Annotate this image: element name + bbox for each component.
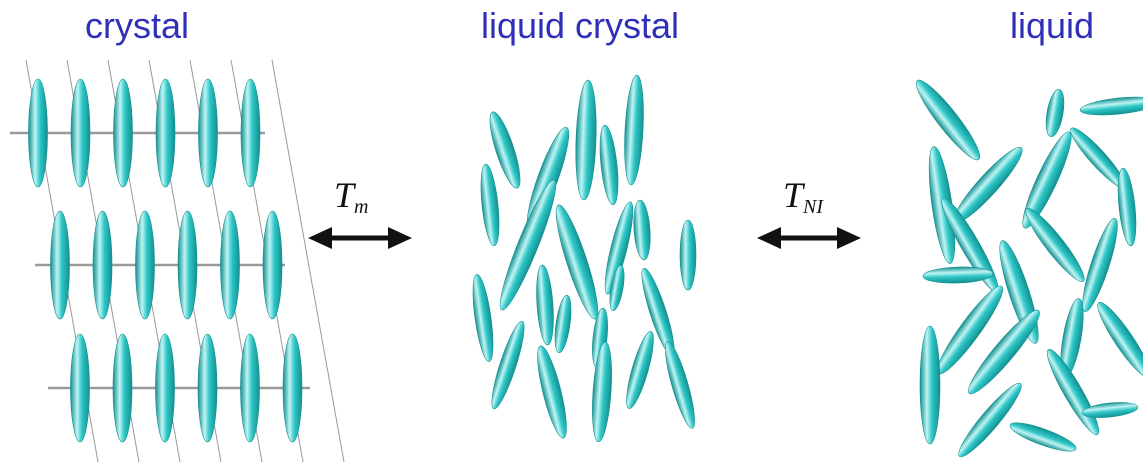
- crystal-molecule: [70, 333, 90, 443]
- double-headed-arrow-icon: [757, 227, 861, 249]
- liquid-crystal-molecule: [537, 345, 567, 439]
- crystal-molecule: [92, 210, 113, 320]
- liquid-molecule: [919, 325, 941, 445]
- crystal-molecule: [135, 210, 155, 320]
- liquid-crystal-molecule: [626, 331, 654, 409]
- crystal-molecule: [282, 333, 303, 443]
- liquid-molecule: [1079, 96, 1143, 116]
- crystal-molecules: [28, 78, 303, 443]
- clearing-symbol: T: [783, 175, 806, 215]
- crystal-molecule: [262, 210, 283, 320]
- liquid-molecule: [1081, 402, 1139, 418]
- liquid-crystal-molecule: [604, 201, 634, 295]
- clearing-temperature-label: TNI: [783, 175, 824, 218]
- liquid-molecule: [958, 382, 1022, 458]
- liquid-title: liquid: [1010, 5, 1094, 46]
- crystal-molecule: [50, 210, 70, 320]
- liquid-crystal-molecule: [575, 79, 597, 201]
- liquid-molecule: [1097, 302, 1143, 378]
- liquid-molecule: [1082, 218, 1118, 312]
- liquid-crystal-molecule: [679, 219, 697, 291]
- melting-transition: Tm: [308, 175, 412, 249]
- liquid-molecule: [1025, 208, 1085, 282]
- melting-symbol: T: [334, 175, 357, 215]
- liquid-crystal-molecule: [633, 199, 651, 261]
- liquid-crystal-molecules: [472, 74, 697, 443]
- liquid-crystal-molecule: [665, 341, 695, 429]
- crystal-molecule: [240, 333, 260, 443]
- clearing-subscript: NI: [802, 196, 824, 218]
- lattice-guide-line: [271, 59, 345, 463]
- liquid-crystal-molecule: [472, 274, 494, 362]
- liquid-crystal-molecule: [480, 163, 500, 247]
- crystal-molecule: [112, 333, 133, 443]
- liquid-crystal-molecule: [489, 111, 521, 189]
- liquid-crystal-molecule: [555, 204, 599, 320]
- crystal-molecule: [70, 78, 91, 188]
- liquid-crystal-title: liquid crystal: [481, 5, 679, 46]
- crystal-title: crystal: [85, 5, 189, 46]
- crystal-molecule: [197, 333, 218, 443]
- liquid-molecule: [1009, 422, 1077, 452]
- crystal-lattice: [10, 59, 345, 463]
- crystal-molecule: [220, 210, 240, 320]
- liquid-crystal-molecule: [609, 265, 625, 311]
- liquid-molecule: [1022, 131, 1072, 229]
- crystal-molecule: [155, 78, 176, 188]
- liquid-crystal-molecule: [499, 179, 557, 311]
- liquid-molecule: [1117, 167, 1137, 247]
- liquid-molecule: [968, 309, 1040, 395]
- melting-subscript: m: [354, 196, 368, 218]
- melting-temperature-label: Tm: [334, 175, 368, 218]
- crystal-molecule: [240, 78, 261, 188]
- liquid-molecule: [1045, 89, 1065, 137]
- liquid-crystal-molecule: [536, 264, 554, 346]
- crystal-molecule: [198, 78, 218, 188]
- liquid-crystal-molecule: [554, 294, 572, 354]
- liquid-crystal-molecule: [624, 74, 644, 186]
- crystal-molecule: [177, 210, 198, 320]
- crystal-molecule: [155, 333, 175, 443]
- liquid-crystal-molecule: [599, 124, 619, 206]
- crystal-molecule: [28, 78, 48, 188]
- crystal-molecule: [113, 78, 133, 188]
- liquid-molecules: [915, 79, 1143, 458]
- double-headed-arrow-icon: [308, 227, 412, 249]
- liquid-molecule: [915, 79, 981, 161]
- liquid-molecule: [922, 266, 994, 284]
- clearing-transition: TNI: [757, 175, 861, 249]
